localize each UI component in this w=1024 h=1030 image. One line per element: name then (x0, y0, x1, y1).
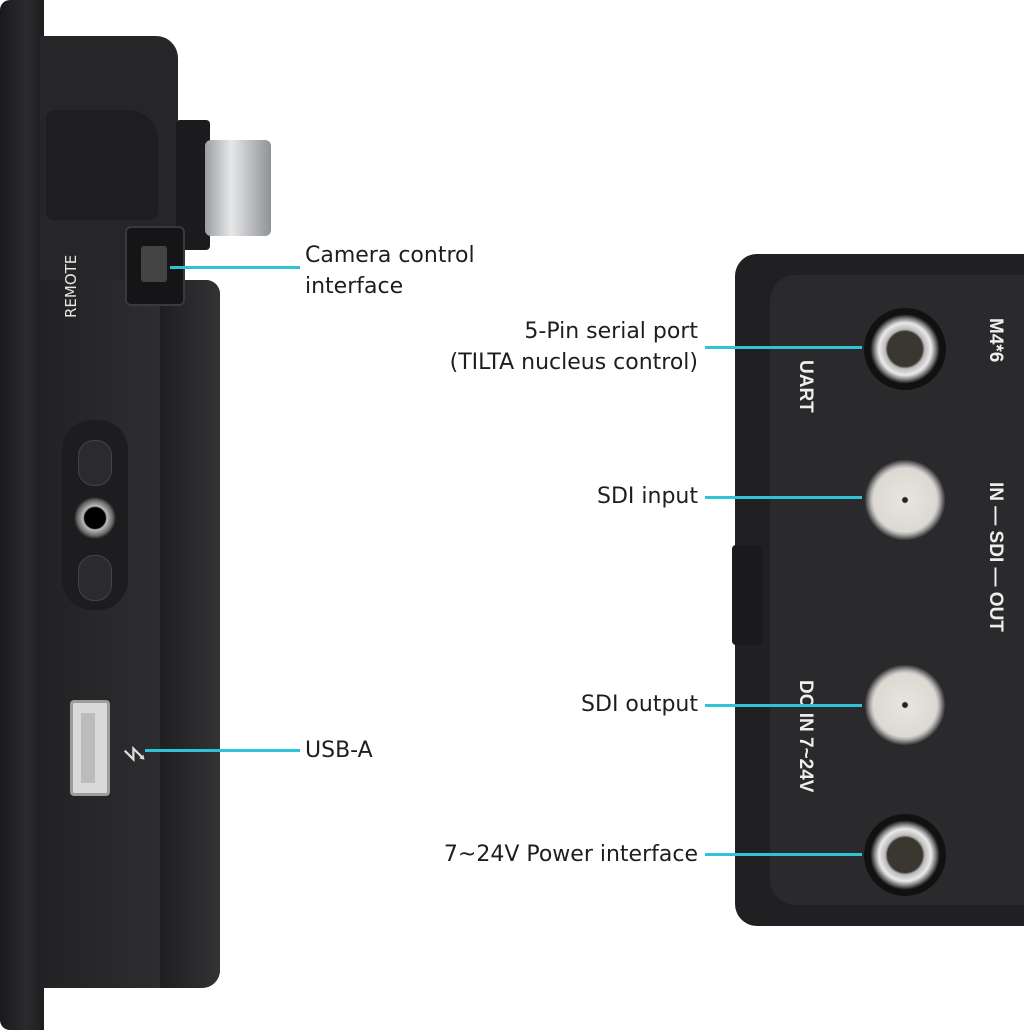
panel-clip (732, 545, 762, 645)
monitor-bezel (0, 0, 44, 1030)
sdi-output-line (705, 704, 862, 707)
usb-a-line (145, 749, 300, 752)
down-button (78, 555, 112, 601)
camera-control-line2: interface (305, 274, 404, 299)
power-connector (864, 814, 946, 896)
audio-jack (74, 497, 116, 539)
lemo-connector (205, 140, 271, 236)
power-line (705, 853, 862, 856)
camera-control-line1: Camera control (305, 243, 475, 268)
m4-label: M4*6 (985, 318, 1006, 363)
serial-port-label: 5-Pin serial port (TILTA nucleus control… (450, 316, 698, 378)
serial-port-line2: (TILTA nucleus control) (449, 350, 698, 375)
usb-icon: ⭍ (123, 744, 149, 764)
usb-a-label: USB-A (305, 738, 373, 763)
sdi-input-connector (864, 459, 946, 541)
serial-port-line (705, 346, 862, 349)
monitor-side-edge (160, 280, 220, 988)
sdi-input-line (705, 496, 862, 499)
serial-port-connector (864, 308, 946, 390)
up-button (78, 440, 112, 486)
uart-label: UART (795, 360, 816, 413)
sdi-label: IN — SDI — OUT (985, 482, 1006, 632)
rubber-pad (46, 110, 158, 220)
dc-in-label: DC IN 7~24V (795, 680, 816, 793)
sdi-input-label: SDI input (597, 484, 698, 509)
serial-port-line1: 5-Pin serial port (524, 319, 698, 344)
power-label: 7~24V Power interface (443, 842, 698, 867)
camera-control-label: Camera control interface (305, 240, 475, 302)
sdi-output-connector (864, 664, 946, 746)
usb-a-port (70, 700, 110, 796)
camera-control-line (170, 266, 300, 269)
remote-label: REMOTE (62, 254, 80, 318)
sdi-output-label: SDI output (581, 692, 698, 717)
